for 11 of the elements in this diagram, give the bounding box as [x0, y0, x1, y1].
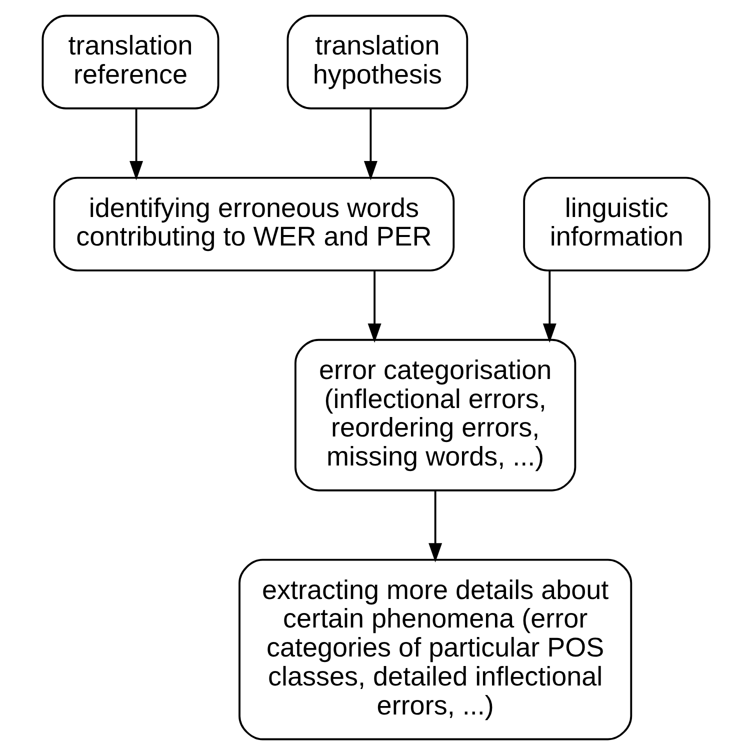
node-box: identifying erroneous words contributing to WER and PER — [53, 176, 455, 272]
arrow — [428, 490, 442, 562]
arrow — [130, 108, 144, 180]
arrow — [364, 108, 378, 180]
node-box: translation hypothesis — [286, 14, 468, 110]
arrow — [542, 270, 556, 343]
arrow — [368, 270, 382, 343]
node-box: translation reference — [42, 14, 220, 110]
node-box: error categorisation (inflectional errors, reordering errors, missing words, ...) — [294, 338, 576, 492]
node-box: extracting more details about certain phenomena (error categories of particular POS classes, detailed inflectional errors, ...) — [238, 558, 632, 740]
node-box: linguistic information — [523, 176, 710, 272]
